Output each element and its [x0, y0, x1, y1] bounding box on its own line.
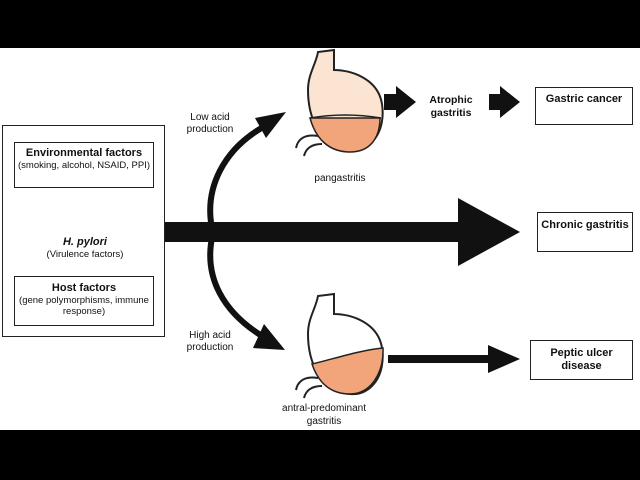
chronic-gastritis-box: Chronic gastritis: [537, 212, 633, 252]
upper-curve-arrowhead: [255, 112, 286, 138]
host-factors-title: Host factors: [51, 282, 117, 294]
high-acid-label: High acid production: [186, 330, 234, 353]
stomach-pangastritis-icon: [295, 48, 384, 157]
arrow-to-cancer-head: [500, 86, 520, 118]
pangastritis-label: pangastritis: [314, 173, 366, 184]
arrow-to-cancer-shaft: [489, 94, 502, 110]
main-arrow-head: [458, 198, 520, 266]
peptic-ulcer-text: Peptic ulcer disease: [550, 347, 613, 372]
upper-curve-arrow: [207, 123, 267, 234]
peptic-ulcer-box: Peptic ulcer disease: [530, 340, 633, 380]
host-factors-box: Host factors (gene polymorphisms, immune…: [14, 276, 154, 326]
host-factors-detail: (gene polymorphisms, immune response): [19, 295, 149, 317]
chronic-gastritis-text: Chronic gastritis: [541, 219, 629, 231]
h-pylori-detail: (Virulence factors): [46, 249, 124, 260]
arrow-to-atrophic-head: [396, 86, 416, 118]
antral-gastritis-label: antral-predominant gastritis: [282, 403, 366, 427]
lower-curve-arrow: [207, 232, 264, 339]
h-pylori-name: H. pylori: [62, 236, 107, 248]
arrow-to-ulcer-shaft: [388, 355, 490, 363]
environmental-factors-box: Environmental factors (smoking, alcohol,…: [14, 142, 154, 188]
environmental-factors-detail: (smoking, alcohol, NSAID, PPI): [18, 160, 150, 171]
arrow-to-ulcer-head: [488, 345, 520, 373]
h-pylori-label: H. pylori (Virulence factors): [20, 236, 150, 260]
low-acid-label: Low acid production: [186, 112, 234, 135]
diagram-canvas: Environmental factors (smoking, alcohol,…: [0, 48, 640, 430]
atrophic-gastritis-label: Atrophic gastritis: [429, 94, 473, 119]
lower-curve-arrowhead: [253, 324, 285, 350]
stomach-antral-icon: [295, 292, 384, 399]
gastric-cancer-text: Gastric cancer: [545, 93, 623, 105]
gastric-cancer-box: Gastric cancer: [535, 87, 633, 125]
arrow-to-atrophic-shaft: [384, 94, 398, 110]
diagram-graphics: [34, 48, 520, 399]
main-arrow-shaft: [165, 222, 460, 242]
environmental-factors-title: Environmental factors: [25, 147, 143, 159]
